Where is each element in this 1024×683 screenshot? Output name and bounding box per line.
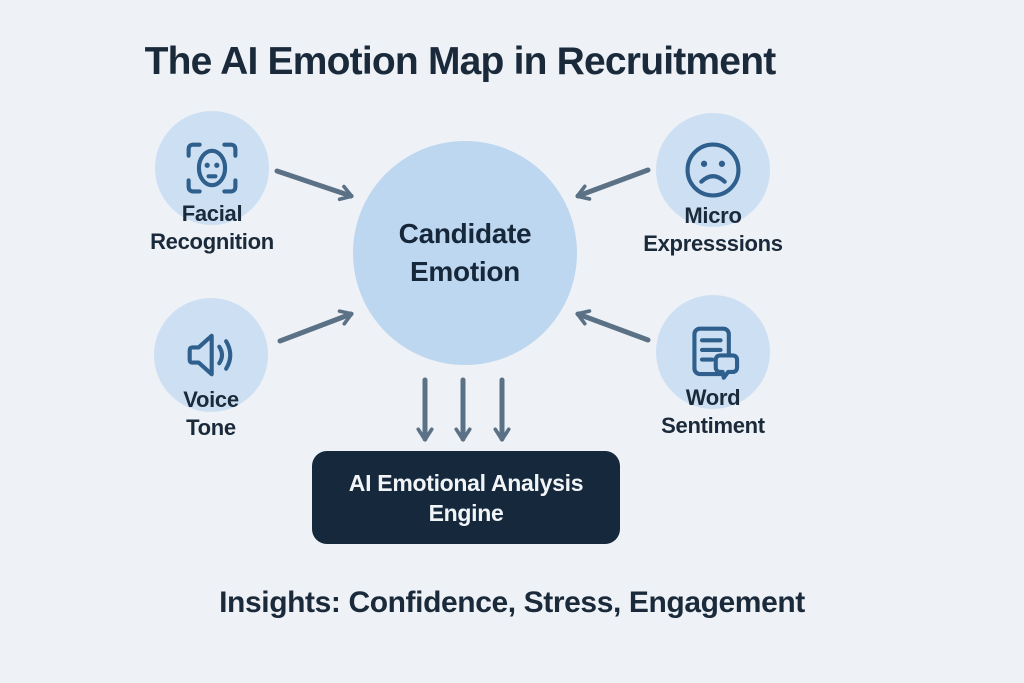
node-voice-tone: [154, 298, 268, 412]
label-voice-tone: Voice Tone: [183, 387, 239, 440]
arrow-facial-to-center: [274, 168, 354, 202]
speaker-icon: [187, 333, 233, 377]
node-word-sentiment: [656, 295, 770, 409]
label-micro-expressions: Micro Expresssions: [643, 203, 783, 256]
label-word-sentiment: Word Sentiment: [661, 385, 765, 438]
engine-box: AI Emotional Analysis Engine: [312, 451, 620, 544]
label-facial-recognition: Facial Recognition: [150, 201, 274, 254]
sad-face-icon: [685, 142, 741, 198]
document-chat-icon: [692, 326, 740, 380]
insights-caption: Insights: Confidence, Stress, Engagement: [219, 586, 805, 619]
node-facial-recognition: [155, 111, 269, 225]
page-title: The AI Emotion Map in Recruitment: [144, 40, 777, 83]
label-engine: AI Emotional Analysis Engine: [348, 469, 584, 526]
arrow-voice-to-center: [277, 309, 354, 344]
face-scan-icon: [186, 142, 238, 194]
label-candidate-emotion: Candidate Emotion: [398, 218, 532, 287]
arrow-micro-to-center: [575, 167, 651, 201]
node-candidate-emotion: Candidate Emotion: [353, 141, 577, 365]
node-micro-expressions: [656, 113, 770, 227]
arrow-word-to-center: [575, 309, 651, 343]
